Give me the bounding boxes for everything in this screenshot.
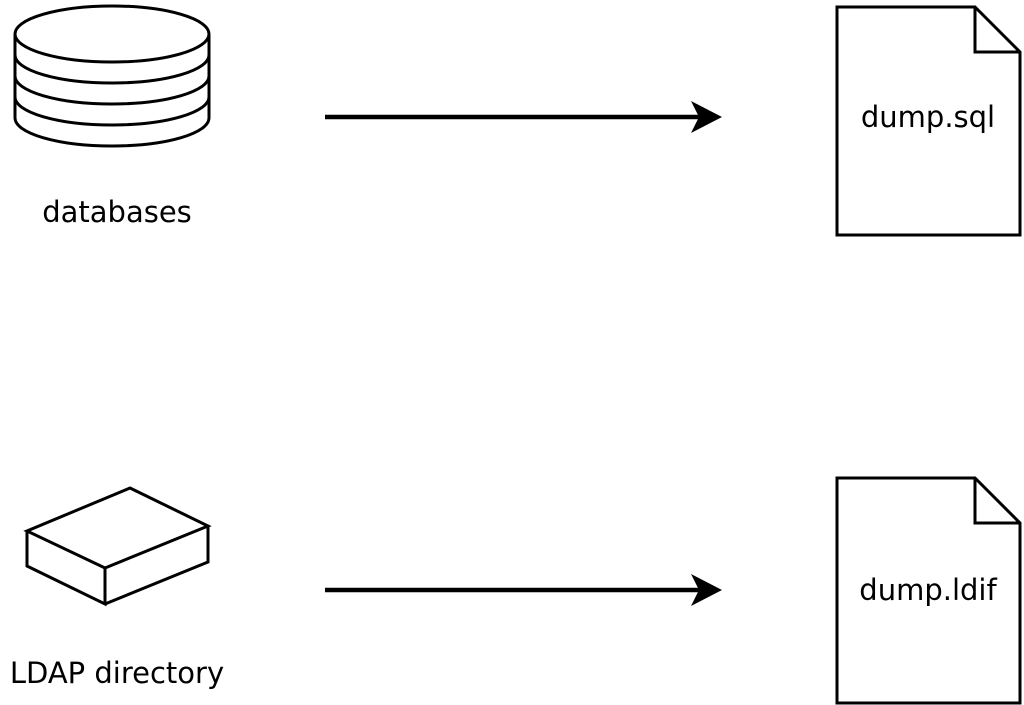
ldap-box-icon (23, 486, 212, 607)
box-left-face (25, 531, 107, 607)
ldap-directory-label: LDAP directory (10, 656, 224, 690)
arrow-head-icon (691, 574, 722, 606)
document-icon-sql: dump.sql (835, 5, 1022, 237)
arrow-databases-to-sql (325, 101, 722, 133)
database-disk-line-1 (13, 54, 211, 85)
document-outline (835, 5, 1022, 237)
document-icon-ldif: dump.ldif (835, 476, 1022, 705)
arrow-ldap-to-ldif (325, 574, 722, 606)
box-right-face (104, 526, 210, 606)
dump-ldif-label: dump.ldif (859, 573, 997, 607)
diagram-row-databases: databases dump.sql (13, 4, 1022, 237)
databases-label: databases (42, 195, 192, 229)
database-disk-line-3 (13, 96, 211, 127)
database-bottom-arc (13, 117, 211, 148)
diagram-row-ldap: LDAP directory dump.ldif (10, 476, 1022, 705)
arrow-head-icon (691, 101, 722, 133)
database-top-ellipse (13, 4, 211, 64)
document-outline (835, 476, 1022, 705)
box-top-face (23, 486, 212, 570)
document-fold-corner (973, 478, 1020, 525)
database-icon (13, 4, 211, 148)
database-disk-line-2 (13, 75, 211, 106)
dump-sql-label: dump.sql (861, 100, 995, 134)
document-fold-corner (973, 7, 1020, 54)
